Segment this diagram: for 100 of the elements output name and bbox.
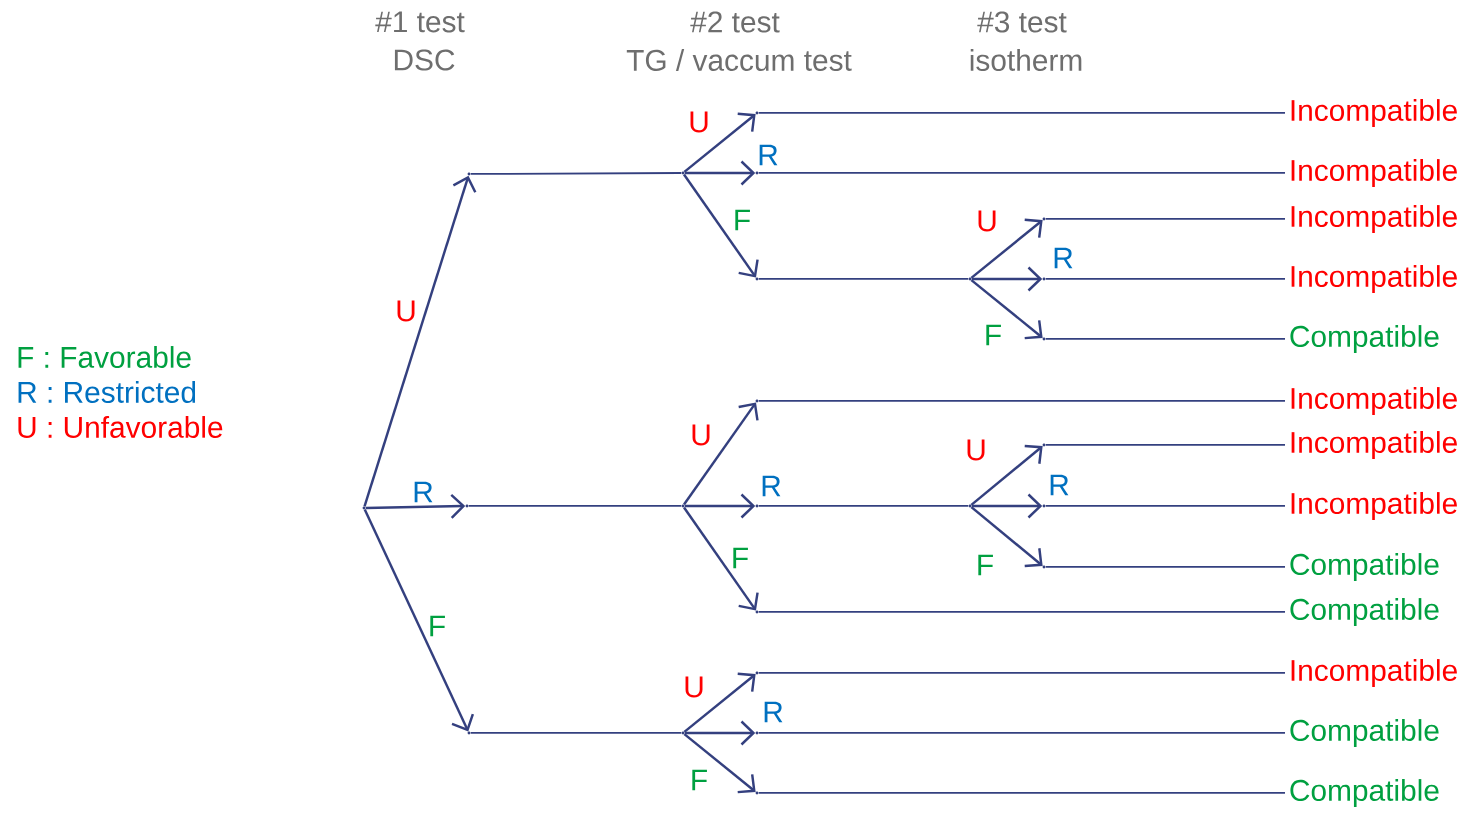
edge-label: U: [393, 298, 419, 324]
arrow: [971, 266, 1043, 292]
outcome-text: Incompatible: [1291, 492, 1457, 520]
connector-line: [757, 112, 1286, 114]
column-heading: #1 test: [375, 11, 465, 33]
outcome-text: Incompatible: [1291, 159, 1457, 187]
branch-point: [755, 399, 759, 403]
branch-point: [681, 504, 685, 508]
branch-point: [755, 504, 759, 508]
edge-label: R: [1046, 472, 1072, 497]
branch-point: [968, 504, 972, 508]
connector-line: [757, 672, 1286, 674]
legend-text: F : Favorable: [18, 346, 191, 368]
edge-label: U: [974, 208, 1000, 234]
connector-line: [757, 505, 970, 507]
outcome-text: Compatible: [1290, 325, 1439, 353]
edge-label: F: [426, 613, 448, 638]
arrow: [971, 493, 1043, 519]
edge-label: R: [410, 479, 436, 504]
edge-label: U: [688, 422, 714, 448]
connector-line: [469, 732, 683, 734]
arrow: [970, 218, 1043, 279]
edge-label: F: [731, 207, 753, 232]
branch-point: [1042, 217, 1046, 221]
outcome-text: Compatible: [1290, 719, 1439, 747]
outcome-text: Compatible: [1290, 779, 1439, 807]
branch-point: [467, 731, 471, 735]
edge-label: F: [729, 545, 751, 570]
arrow: [683, 733, 756, 794]
outcome-text: Incompatible: [1291, 99, 1457, 127]
outcome-text: Incompatible: [1291, 205, 1457, 233]
branch-point: [755, 791, 759, 795]
edge-label: U: [686, 109, 712, 135]
edge-label: U: [681, 674, 707, 700]
connector-line: [757, 732, 1286, 734]
edge-label: R: [1050, 245, 1076, 271]
edge-label: R: [758, 473, 784, 498]
branch-point: [1042, 277, 1046, 281]
branch-point: [465, 504, 469, 508]
branch-point: [681, 731, 685, 735]
branch-point: [1042, 443, 1046, 447]
connector-line: [469, 172, 683, 175]
outcome-text: Compatible: [1290, 598, 1439, 626]
outcome-text: Incompatible: [1291, 387, 1457, 415]
connector-line: [1044, 218, 1286, 220]
connector-line: [757, 278, 970, 280]
connector-line: [1044, 278, 1286, 280]
branch-point: [1042, 504, 1046, 508]
arrow: [684, 720, 756, 746]
branch-point: [467, 172, 471, 176]
edge-label: U: [963, 437, 989, 463]
branch-point: [755, 731, 759, 735]
branch-point: [755, 277, 759, 281]
connector-line: [1044, 444, 1286, 446]
branch-point: [755, 610, 759, 614]
arrow: [684, 493, 756, 519]
legend-text: R : Restricted: [18, 381, 196, 403]
connector-line: [1044, 566, 1286, 568]
arrow: [683, 672, 756, 733]
branch-point: [755, 671, 759, 675]
arrow: [970, 444, 1043, 506]
branch-point: [681, 171, 685, 175]
outcome-text: Incompatible: [1291, 431, 1457, 459]
branch-point: [1042, 337, 1046, 341]
arrow: [683, 112, 756, 173]
branch-point: [755, 171, 759, 175]
column-heading: isotherm: [970, 49, 1082, 71]
connector-line: [467, 505, 683, 507]
connector-line: [757, 792, 1286, 794]
outcome-text: Incompatible: [1291, 265, 1457, 293]
arrow: [970, 279, 1043, 340]
outcome-text: Compatible: [1290, 553, 1439, 581]
edge-label: R: [760, 699, 786, 724]
connector-line: [757, 400, 1286, 402]
column-heading: TG / vaccum test: [626, 49, 852, 71]
branch-point: [1042, 565, 1046, 569]
arrow: [683, 506, 759, 611]
connector-line: [757, 611, 1286, 613]
column-heading: #3 test: [977, 11, 1067, 33]
edge-label: F: [974, 552, 996, 577]
arrow: [683, 173, 759, 278]
arrow: [365, 493, 466, 519]
connector-line: [1044, 338, 1286, 340]
arrow: [363, 509, 475, 732]
column-heading: DSC: [394, 49, 455, 71]
connector-line: [1044, 505, 1286, 507]
outcome-text: Incompatible: [1291, 659, 1457, 687]
legend-text: U : Unfavorable: [18, 416, 223, 438]
connector-line: [757, 172, 1286, 174]
branch-point: [968, 277, 972, 281]
arrow: [683, 402, 759, 506]
column-heading: #2 test: [690, 11, 780, 33]
edge-label: F: [688, 767, 710, 793]
edge-label: F: [982, 322, 1004, 347]
branch-point: [362, 506, 366, 510]
arrow: [684, 160, 756, 186]
branch-point: [755, 111, 759, 115]
arrow: [363, 175, 477, 507]
arrow: [970, 506, 1043, 568]
edge-label: R: [755, 142, 781, 167]
